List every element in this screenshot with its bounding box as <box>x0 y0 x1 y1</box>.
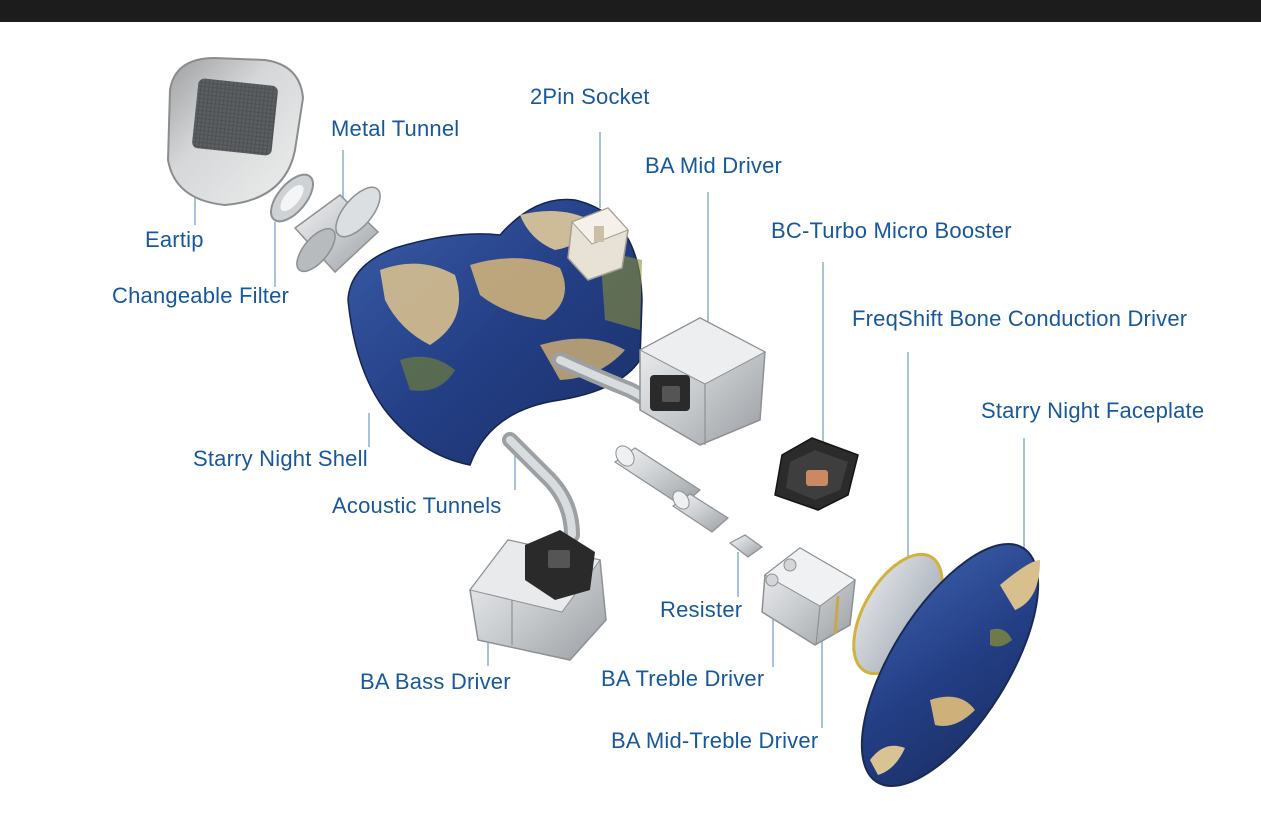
ba-treble-drivers-illustration <box>761 547 856 646</box>
label-ba-treble-driver: BA Treble Driver <box>601 666 765 691</box>
ba-bass-driver-illustration <box>469 530 607 661</box>
label-eartip: Eartip <box>145 227 204 252</box>
label-metal-tunnel: Metal Tunnel <box>331 116 460 141</box>
label-freqshift: FreqShift Bone Conduction Driver <box>852 306 1188 331</box>
filter-illustration <box>270 173 314 223</box>
label-ba-bass-driver: BA Bass Driver <box>360 669 511 694</box>
metal-tunnel-illustration <box>293 186 381 274</box>
bc-turbo-illustration <box>774 437 859 511</box>
label-shell: Starry Night Shell <box>193 446 368 471</box>
label-bc-turbo: BC-Turbo Micro Booster <box>771 218 1012 243</box>
label-ba-mid-driver: BA Mid Driver <box>645 153 783 178</box>
ba-mid-driver-illustration <box>638 317 767 446</box>
pin-socket-illustration <box>567 207 629 281</box>
acoustic-tube-lower <box>502 432 580 543</box>
label-acoustic-tunnels: Acoustic Tunnels <box>332 493 502 518</box>
label-changeable-filter: Changeable Filter <box>112 283 290 308</box>
label-2pin-socket: 2Pin Socket <box>530 84 650 109</box>
faceplate-illustration <box>860 543 1040 787</box>
resister-tubes-illustration <box>613 445 764 558</box>
label-faceplate: Starry Night Faceplate <box>981 398 1205 423</box>
eartip-illustration <box>166 56 305 207</box>
label-resister: Resister <box>660 597 743 622</box>
label-ba-mid-treble-driver: BA Mid-Treble Driver <box>611 728 819 753</box>
